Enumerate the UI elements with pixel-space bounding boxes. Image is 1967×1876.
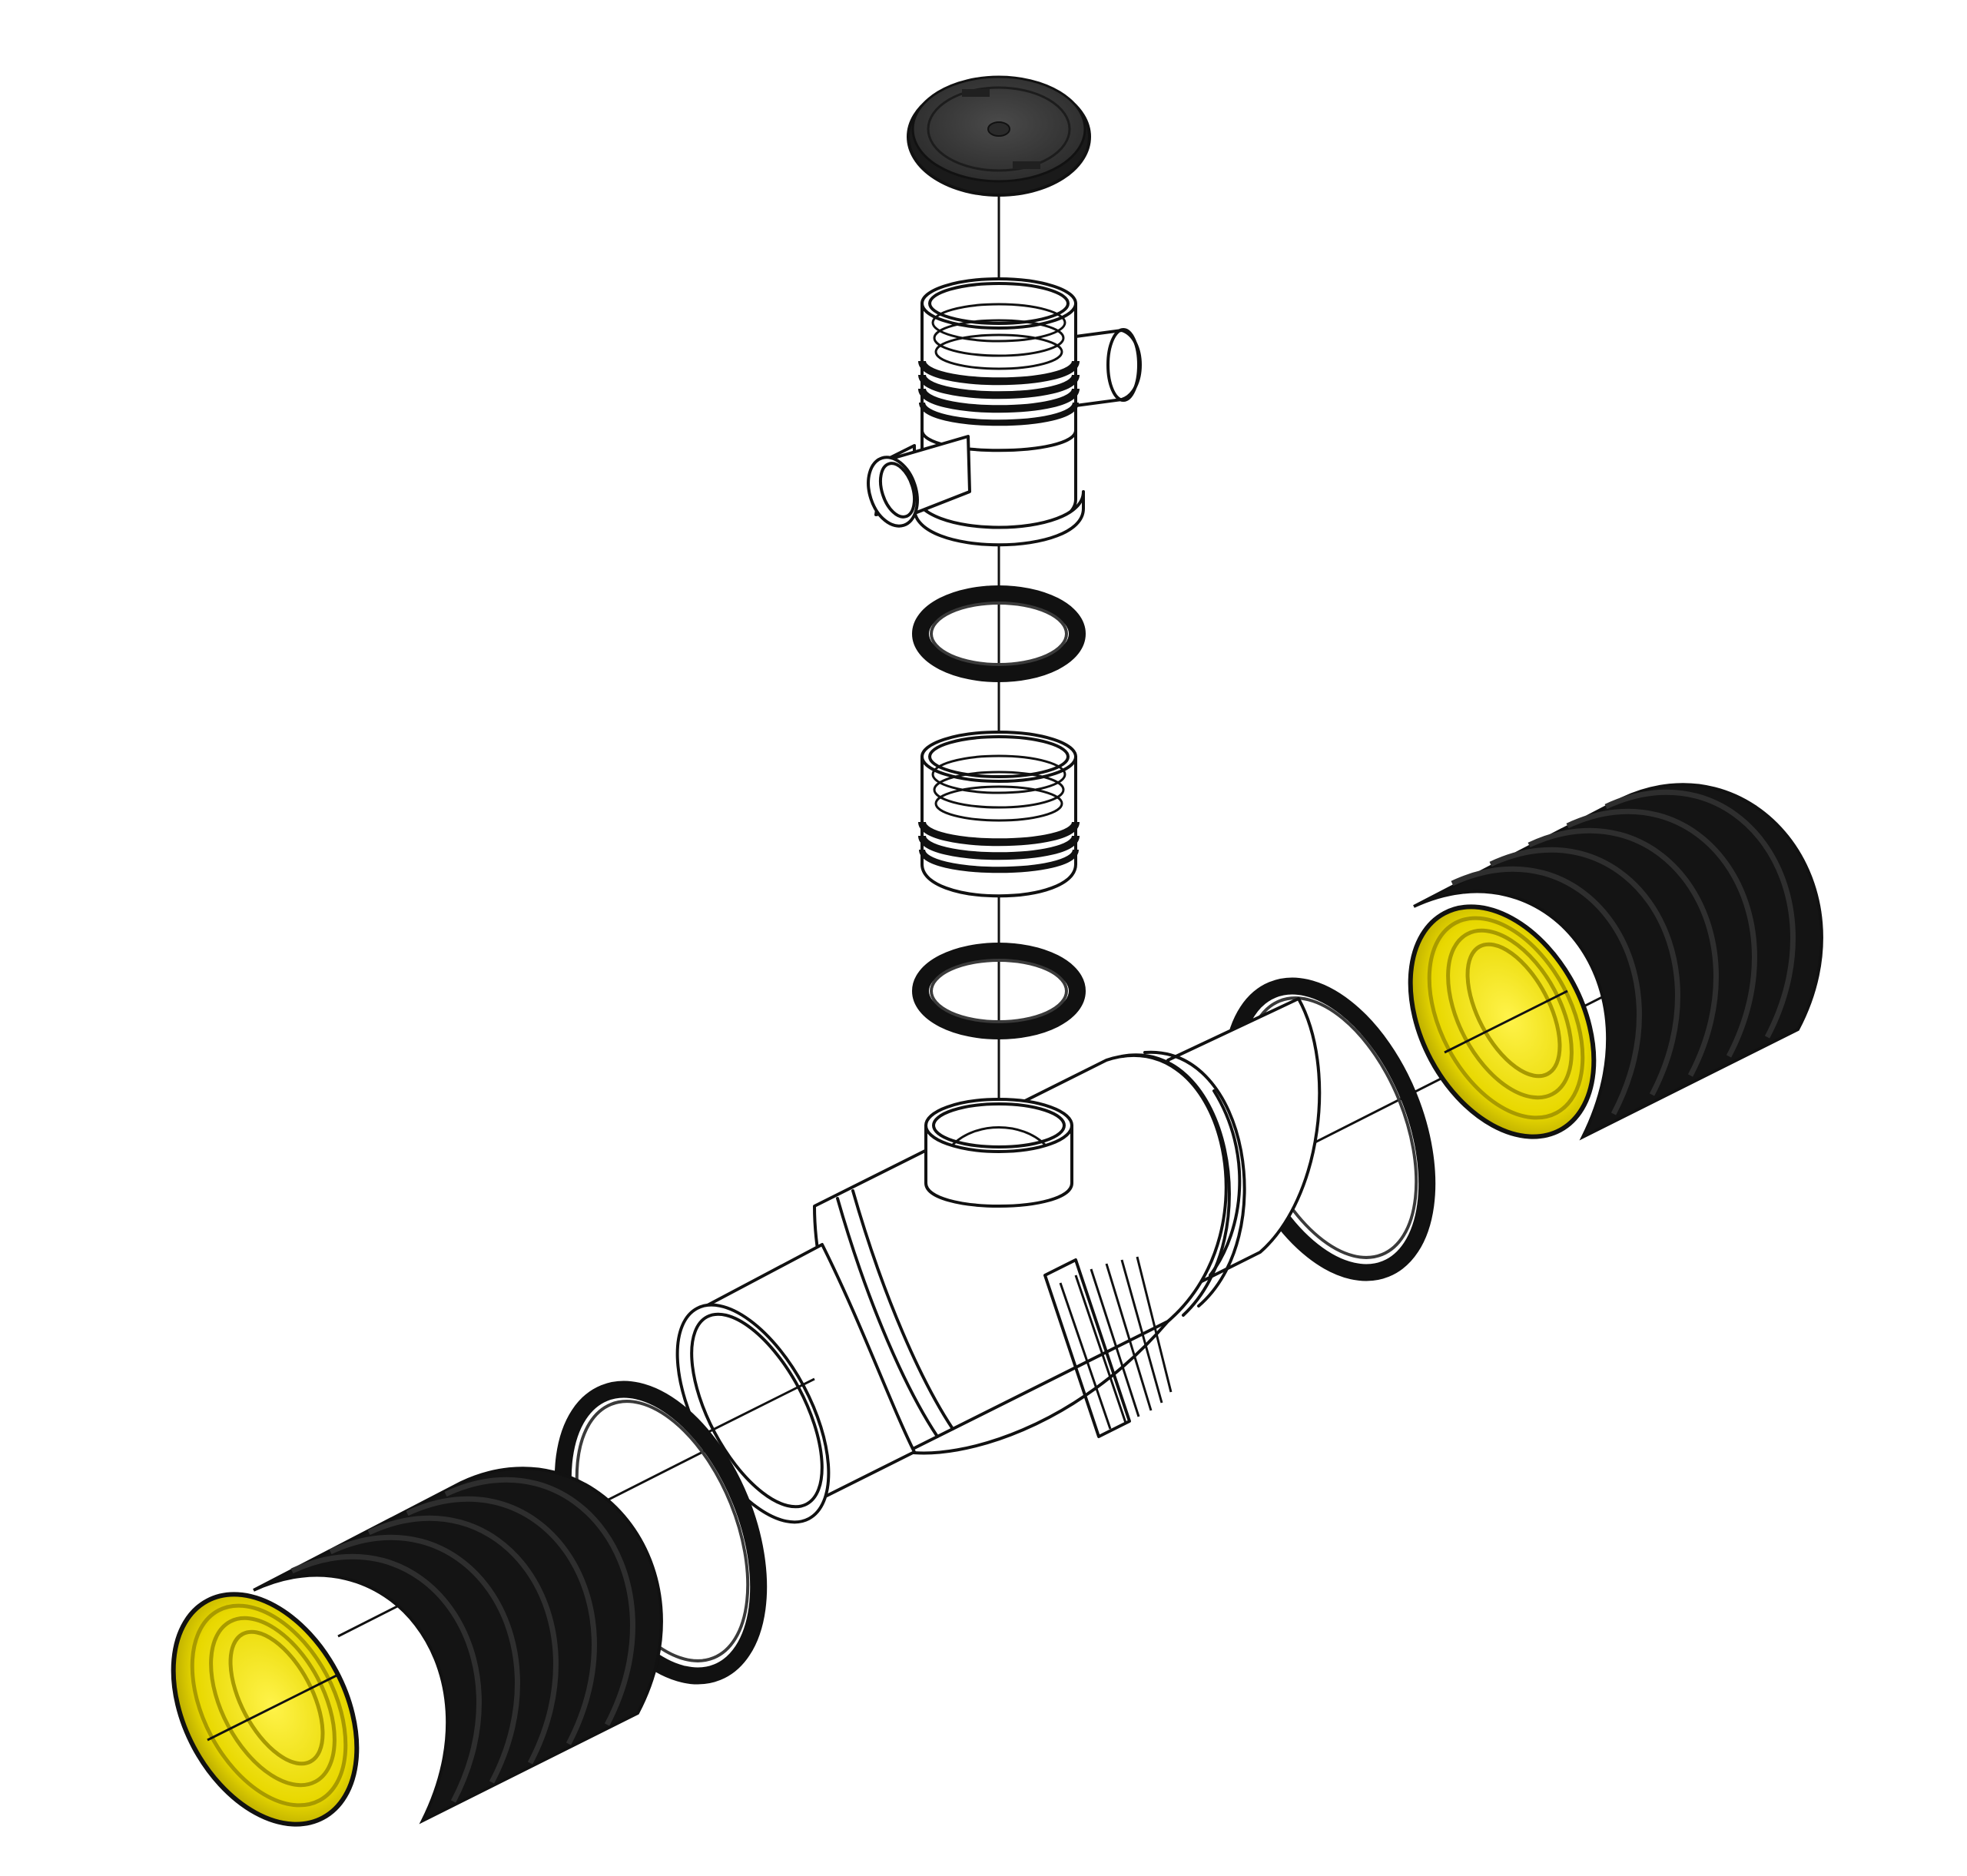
riser-gasket-upper xyxy=(912,585,1086,682)
riser-with-side-inlets xyxy=(867,277,1142,547)
corrugated-pipe-left xyxy=(171,1467,663,1827)
corrugated-pipe-right xyxy=(1408,783,1823,1141)
manhole-cover xyxy=(907,75,1091,197)
riser-adapter xyxy=(918,731,1080,898)
riser-gasket-lower xyxy=(912,943,1086,1039)
main-tee-body xyxy=(675,997,1322,1524)
